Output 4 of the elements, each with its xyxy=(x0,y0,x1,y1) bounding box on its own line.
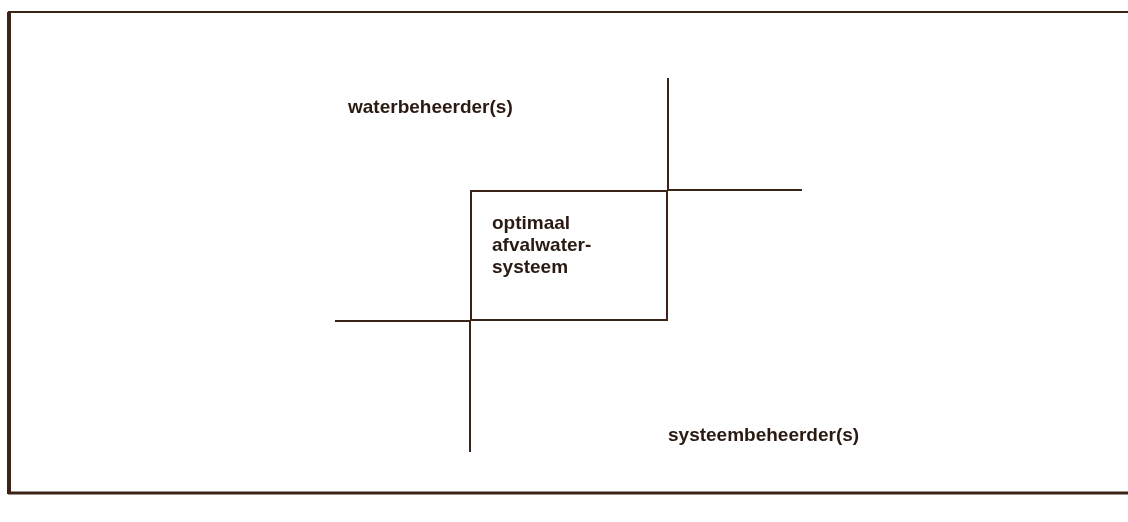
system-box xyxy=(470,190,668,321)
role-label: waterbeheerder(s) xyxy=(348,96,513,118)
box-text: optimaal afvalwater-systeem xyxy=(492,212,593,278)
role-label: systeembeheerder(s) xyxy=(668,424,860,446)
